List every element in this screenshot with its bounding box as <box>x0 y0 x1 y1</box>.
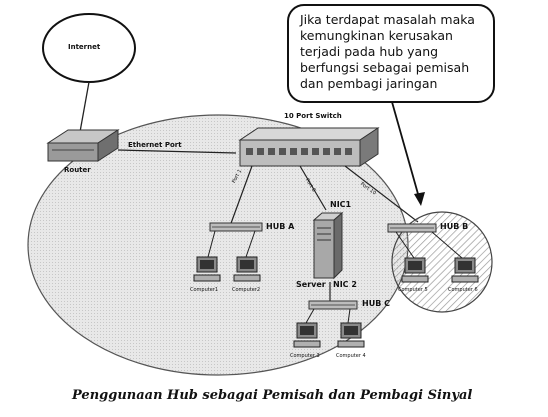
computer-icon <box>401 257 429 283</box>
switch-10-port-icon <box>238 127 380 167</box>
switch-port-icon <box>279 148 286 155</box>
computer1-label: Computer1 <box>190 287 219 293</box>
switch-port-icon <box>345 148 352 155</box>
callout-line: berfungsi sebagai pemisah <box>300 60 470 75</box>
callout-line: Jika terdapat masalah maka <box>300 12 475 27</box>
nic1-label: NIC1 <box>330 200 352 209</box>
router-label: Router <box>64 166 91 174</box>
callout-line: terjadi pada hub yang <box>300 44 439 59</box>
internet-label: Internet <box>68 43 101 51</box>
switch-port-icon <box>268 148 275 155</box>
port1-link <box>229 165 253 227</box>
callout-box <box>287 4 495 103</box>
hub-a-icon <box>209 222 263 232</box>
server-label: Server <box>296 280 326 289</box>
switch-port-icon <box>290 148 297 155</box>
switch-port-icon <box>257 148 264 155</box>
hub-b-icon <box>387 223 437 233</box>
figure-caption: Penggunaan Hub sebagai Pemisah dan Pemba… <box>72 388 473 403</box>
switch-port-icon <box>246 148 253 155</box>
hub-a-label: HUB A <box>266 222 295 231</box>
computer-icon <box>193 256 221 282</box>
switch-port-icon <box>323 148 330 155</box>
callout-text: Jika terdapat masalah maka kemungkinan k… <box>300 12 490 92</box>
callout-arrowhead <box>414 192 425 206</box>
callout-pointer <box>391 101 421 202</box>
computer4-label: Computer 4 <box>336 353 366 359</box>
computer2-label: Computer2 <box>232 287 261 293</box>
hub-b-segment-circle <box>391 211 493 313</box>
hub-c-icon <box>308 300 358 310</box>
router-switch-link <box>117 149 237 154</box>
nic2-label: NIC 2 <box>333 280 357 289</box>
port10-link <box>344 165 419 223</box>
switch-label: 10 Port Switch <box>284 112 342 120</box>
computer-icon <box>233 256 261 282</box>
server-icon <box>312 211 344 280</box>
callout-line: kemungkinan kerusakan <box>300 28 453 43</box>
computer-icon <box>293 322 321 348</box>
computer-icon <box>337 322 365 348</box>
computer3-label: Computer 3 <box>290 353 320 359</box>
hub-b-label: HUB B <box>440 222 469 231</box>
computer-icon <box>451 257 479 283</box>
ethernet-port-label: Ethernet Port <box>128 141 182 149</box>
computer5-label: Computer 5 <box>398 287 428 293</box>
callout-line: dan pembagi jaringan <box>300 76 438 91</box>
switch-port-icon <box>301 148 308 155</box>
port8-link <box>299 165 327 211</box>
router-icon <box>46 129 120 162</box>
switch-port-icon <box>312 148 319 155</box>
computer6-label: Computer 6 <box>448 287 478 293</box>
hub-c-label: HUB C <box>362 299 390 308</box>
switch-port-icon <box>334 148 341 155</box>
